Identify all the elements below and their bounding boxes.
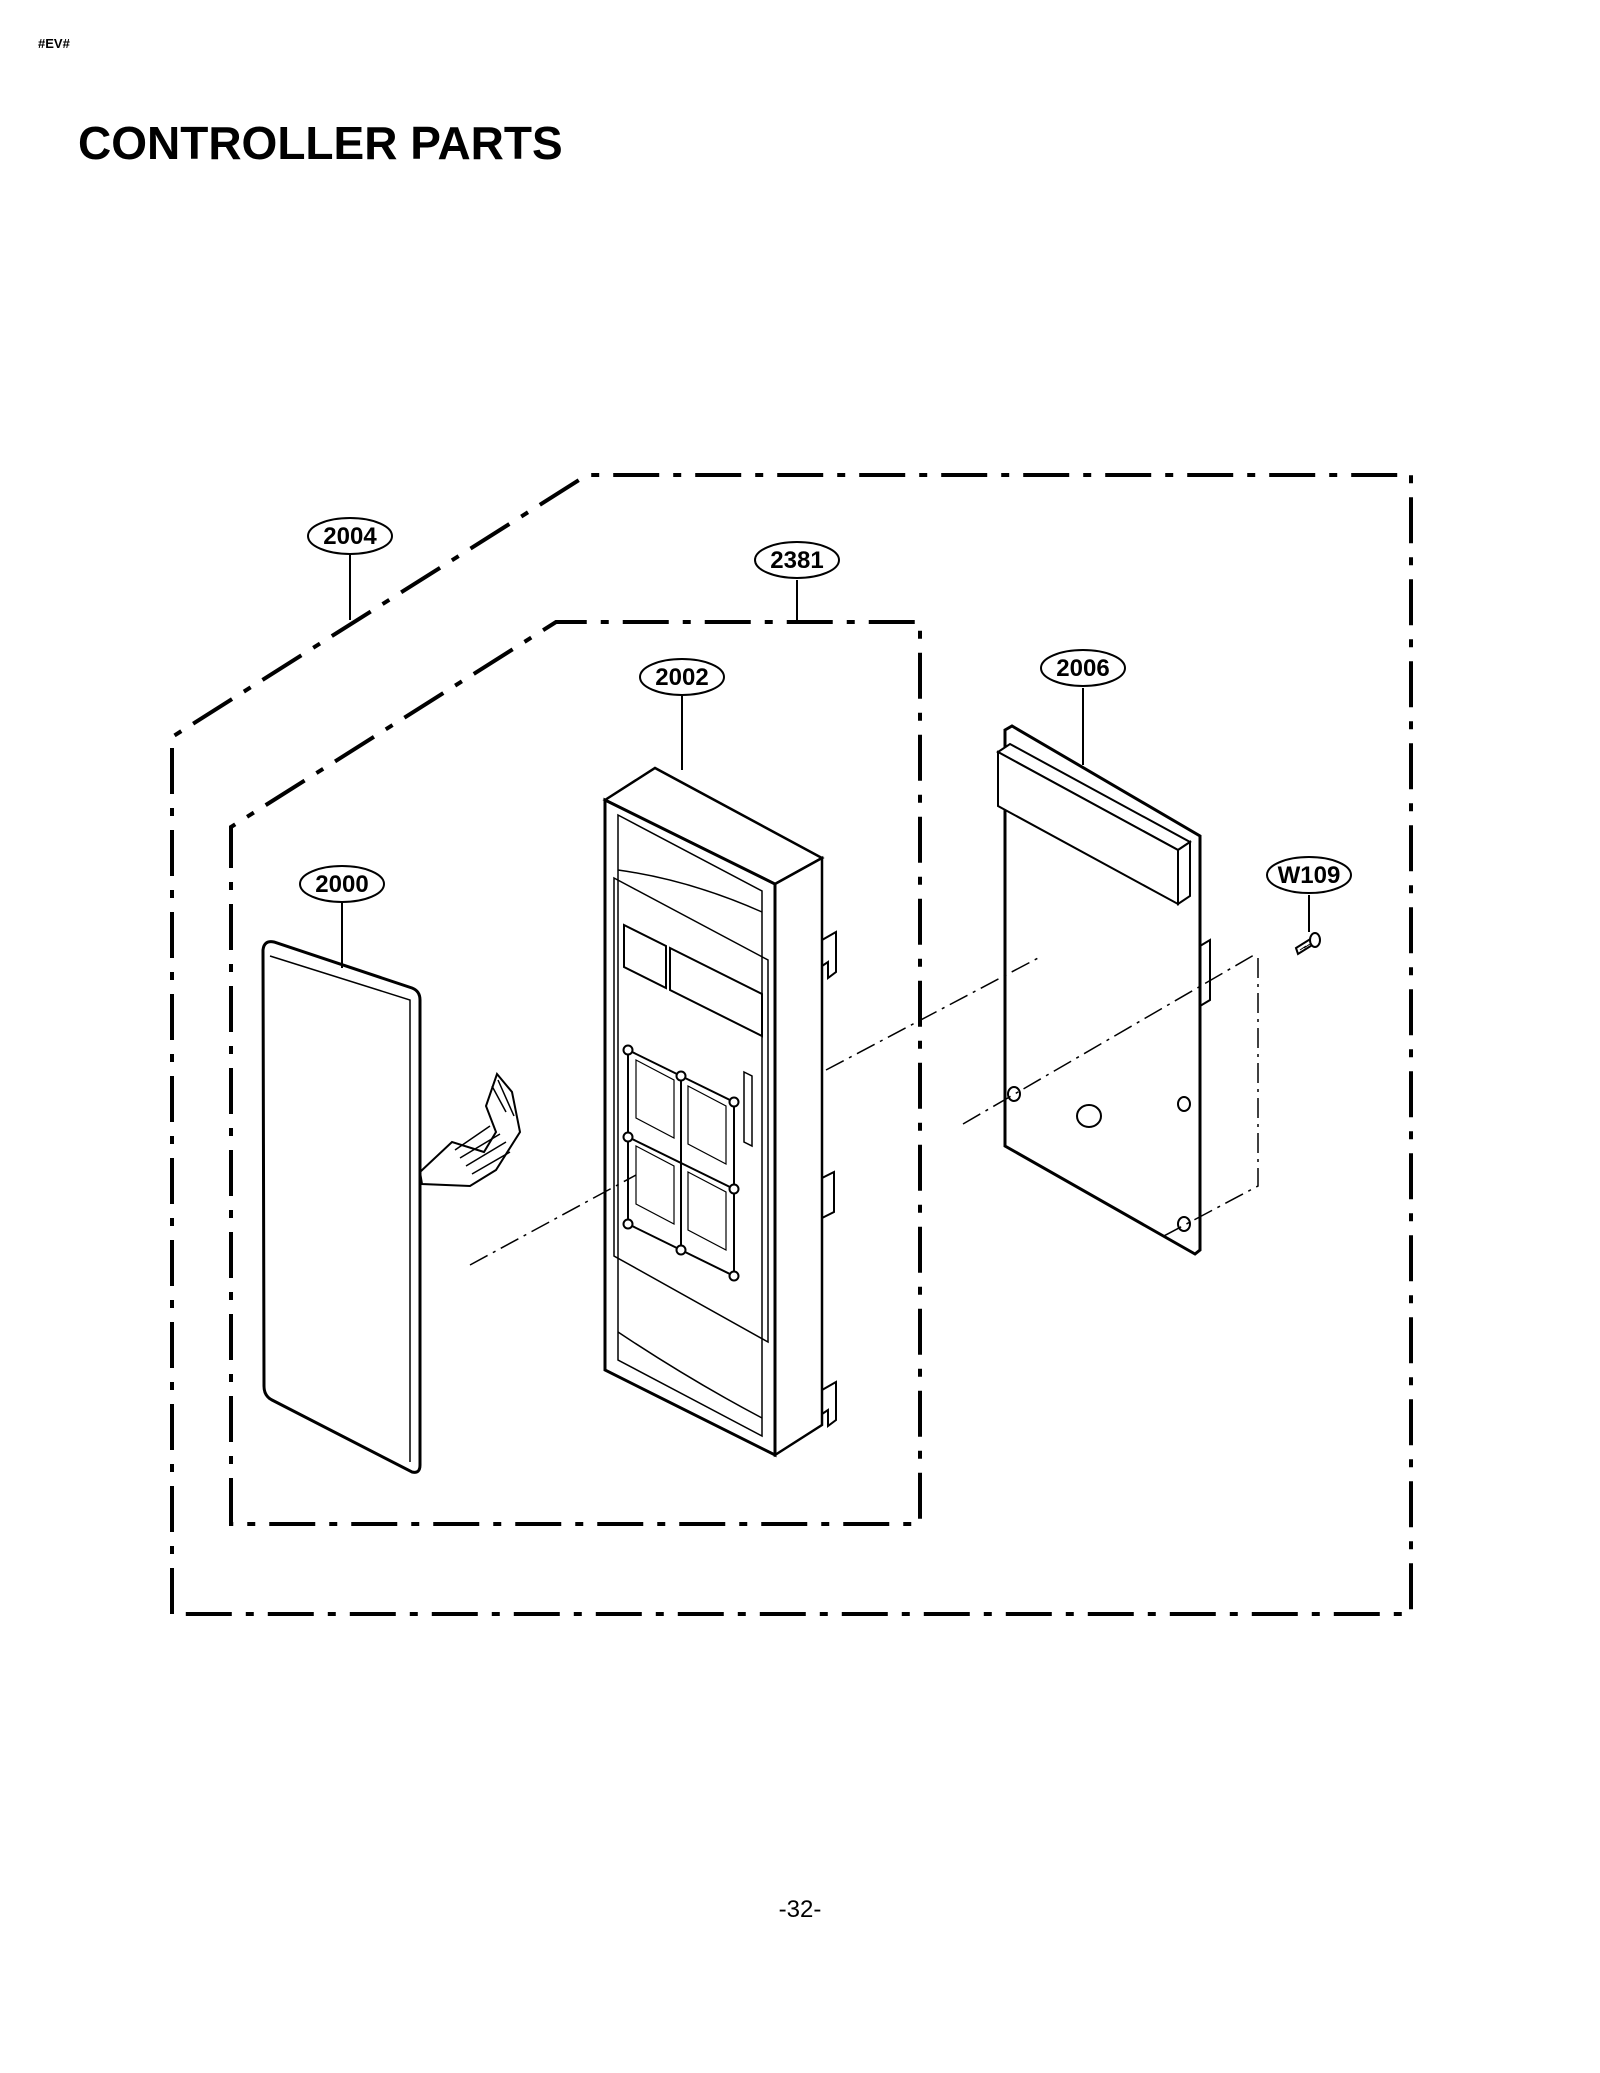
callout-2006-label: 2006 [1056, 655, 1109, 682]
callout-W109-label: W109 [1278, 862, 1341, 889]
leader-lines [341, 554, 1310, 968]
screw-part [1294, 932, 1321, 956]
membrane-keypad-part [261, 940, 522, 1474]
page-title: CONTROLLER PARTS [78, 117, 563, 169]
callout-2004-label: 2004 [323, 523, 377, 550]
callout-W109: W109 [1266, 856, 1352, 894]
inner-assembly-boundary [229, 620, 922, 1526]
callout-2000-label: 2000 [315, 871, 368, 898]
callout-2381-label: 2381 [770, 547, 823, 574]
callout-2381: 2381 [754, 541, 840, 579]
callout-2002-label: 2002 [655, 664, 708, 691]
pcb-assembly-part [996, 724, 1211, 1256]
callout-2002: 2002 [639, 658, 725, 696]
outer-assembly-boundary [170, 473, 1413, 1616]
callout-2000: 2000 [299, 865, 385, 903]
callout-2004: 2004 [307, 517, 393, 555]
control-panel-frame-part [602, 766, 837, 1458]
assembly-guide-lines [469, 954, 1259, 1266]
page-number: -32- [778, 1896, 822, 1923]
header-code: #EV# [38, 36, 70, 51]
callout-2006: 2006 [1040, 649, 1126, 687]
